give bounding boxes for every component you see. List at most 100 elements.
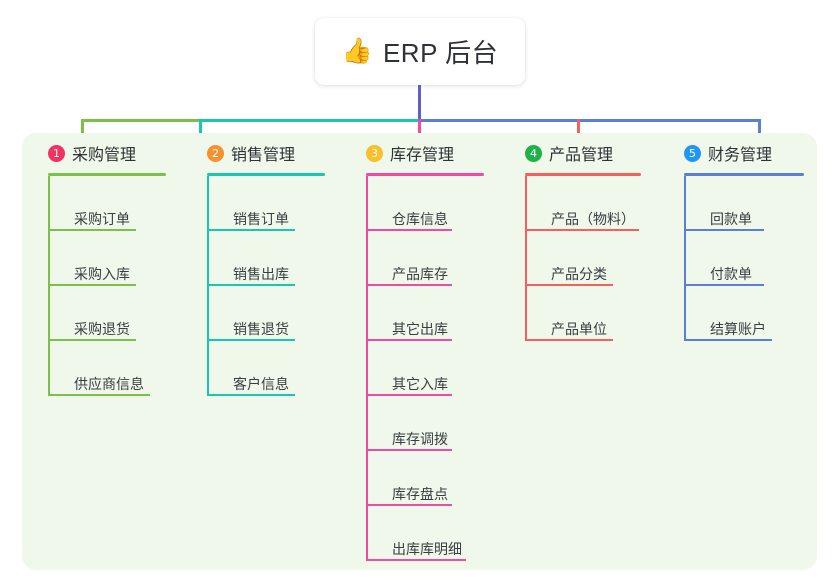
- branch-header-2[interactable]: 2 销售管理: [193, 133, 352, 173]
- leaf-item-underline: [366, 449, 452, 451]
- leaf-item-underline: [366, 504, 452, 506]
- leaf-item[interactable]: 供应商信息: [48, 341, 193, 396]
- thumbs-up-icon: 👍: [341, 37, 373, 65]
- leaf-item-underline: [48, 229, 136, 231]
- leaf-item-label: 结算账户: [710, 320, 766, 337]
- branch-spine: [684, 176, 686, 341]
- branch-children: 销售订单销售出库销售退货客户信息: [207, 176, 352, 396]
- root-node-title: ERP 后台: [382, 38, 499, 68]
- branch-header-4[interactable]: 4 产品管理: [511, 133, 670, 173]
- branch-number-badge: 4: [525, 144, 542, 162]
- leaf-item-label: 采购订单: [74, 210, 130, 227]
- leaf-item-label: 回款单: [710, 210, 752, 227]
- leaf-item-label: 其它出库: [392, 320, 448, 337]
- leaf-item-label: 供应商信息: [74, 375, 144, 392]
- leaf-item-label: 销售退货: [233, 320, 289, 337]
- branch-spine: [207, 176, 209, 396]
- branch-columns: 1 采购管理采购订单采购入库采购退货供应商信息 2 销售管理销售订单销售出库销售退货客…: [22, 133, 817, 570]
- branch-number-badge: 1: [48, 144, 65, 162]
- leaf-item-underline: [207, 339, 295, 341]
- branch-column-1: 1 采购管理采购订单采购入库采购退货供应商信息: [34, 133, 193, 570]
- leaf-item[interactable]: 库存调拨: [366, 396, 511, 451]
- branch-column-3: 3 库存管理仓库信息产品库存其它出库其它入库库存调拨库存盘点出库库明细: [352, 133, 511, 570]
- leaf-item[interactable]: 产品库存: [366, 231, 511, 286]
- leaf-item-label: 产品（物料）: [551, 210, 635, 227]
- root-node-card[interactable]: 👍 ERP 后台: [315, 18, 525, 85]
- branch-underline: [684, 173, 804, 176]
- leaf-item-underline: [207, 394, 295, 396]
- branch-number-badge: 5: [684, 144, 701, 162]
- branch-spine: [48, 176, 50, 396]
- branch-spine: [366, 176, 368, 561]
- leaf-item-underline: [684, 339, 772, 341]
- leaf-item-label: 销售订单: [233, 210, 289, 227]
- branch-underline: [207, 173, 325, 176]
- branch-underline: [366, 173, 484, 176]
- branch-children: 仓库信息产品库存其它出库其它入库库存调拨库存盘点出库库明细: [366, 176, 511, 561]
- leaf-item-underline: [684, 229, 764, 231]
- leaf-item-label: 采购入库: [74, 265, 130, 282]
- leaf-item-underline: [366, 229, 452, 231]
- leaf-item-underline: [48, 339, 136, 341]
- leaf-item-label: 库存盘点: [392, 485, 448, 502]
- leaf-item[interactable]: 其它入库: [366, 341, 511, 396]
- leaf-item[interactable]: 销售出库: [207, 231, 352, 286]
- leaf-item[interactable]: 采购入库: [48, 231, 193, 286]
- leaf-item[interactable]: 其它出库: [366, 286, 511, 341]
- branch-column-5: 5 财务管理回款单付款单结算账户: [670, 133, 829, 570]
- branch-header-5[interactable]: 5 财务管理: [670, 133, 829, 173]
- leaf-item-underline: [366, 339, 452, 341]
- branch-children: 采购订单采购入库采购退货供应商信息: [48, 176, 193, 396]
- leaf-item-underline: [525, 229, 639, 231]
- leaf-item-label: 客户信息: [233, 375, 289, 392]
- leaf-item-label: 出库库明细: [392, 540, 462, 557]
- leaf-item-underline: [48, 284, 136, 286]
- leaf-item[interactable]: 产品（物料）: [525, 176, 670, 231]
- leaf-item-underline: [366, 394, 452, 396]
- branch-underline: [48, 173, 166, 176]
- leaf-item-label: 付款单: [710, 265, 752, 282]
- leaf-item-underline: [684, 284, 764, 286]
- branch-children: 产品（物料） 产品分类产品单位: [525, 176, 670, 341]
- leaf-item-underline: [207, 229, 295, 231]
- branch-header-3[interactable]: 3 库存管理: [352, 133, 511, 173]
- branch-title: 产品管理: [549, 147, 614, 164]
- leaf-item[interactable]: 产品分类: [525, 231, 670, 286]
- branch-header-1[interactable]: 1 采购管理: [34, 133, 193, 173]
- leaf-item-underline: [525, 339, 613, 341]
- leaf-item[interactable]: 销售退货: [207, 286, 352, 341]
- leaf-item[interactable]: 采购订单: [48, 176, 193, 231]
- leaf-item-label: 产品单位: [551, 320, 607, 337]
- branch-title: 采购管理: [72, 147, 137, 164]
- leaf-item-underline: [207, 284, 295, 286]
- leaf-item[interactable]: 产品单位: [525, 286, 670, 341]
- leaf-item-label: 采购退货: [74, 320, 130, 337]
- branch-spine: [525, 176, 527, 341]
- leaf-item[interactable]: 仓库信息: [366, 176, 511, 231]
- leaf-item-underline: [48, 394, 150, 396]
- branch-title: 库存管理: [390, 147, 455, 164]
- leaf-item[interactable]: 采购退货: [48, 286, 193, 341]
- leaf-item-label: 产品库存: [392, 265, 448, 282]
- leaf-item-label: 产品分类: [551, 265, 607, 282]
- leaf-item[interactable]: 回款单: [684, 176, 829, 231]
- leaf-item-label: 销售出库: [233, 265, 289, 282]
- leaf-item-label: 库存调拨: [392, 430, 448, 447]
- branch-children: 回款单付款单结算账户: [684, 176, 829, 341]
- branch-underline: [525, 173, 641, 176]
- branch-number-badge: 2: [207, 144, 224, 162]
- branch-number-badge: 3: [366, 144, 383, 162]
- leaf-item[interactable]: 结算账户: [684, 286, 829, 341]
- leaf-item[interactable]: 客户信息: [207, 341, 352, 396]
- leaf-item-underline: [366, 284, 452, 286]
- branch-column-4: 4 产品管理产品（物料） 产品分类产品单位: [511, 133, 670, 570]
- branch-title: 财务管理: [708, 147, 773, 164]
- leaf-item[interactable]: 付款单: [684, 231, 829, 286]
- leaf-item-label: 其它入库: [392, 375, 448, 392]
- leaf-item[interactable]: 出库库明细: [366, 506, 511, 561]
- branch-title: 销售管理: [231, 147, 296, 164]
- leaf-item[interactable]: 库存盘点: [366, 451, 511, 506]
- leaf-item[interactable]: 销售订单: [207, 176, 352, 231]
- leaf-item-underline: [525, 284, 613, 286]
- leaf-item-label: 仓库信息: [392, 210, 448, 227]
